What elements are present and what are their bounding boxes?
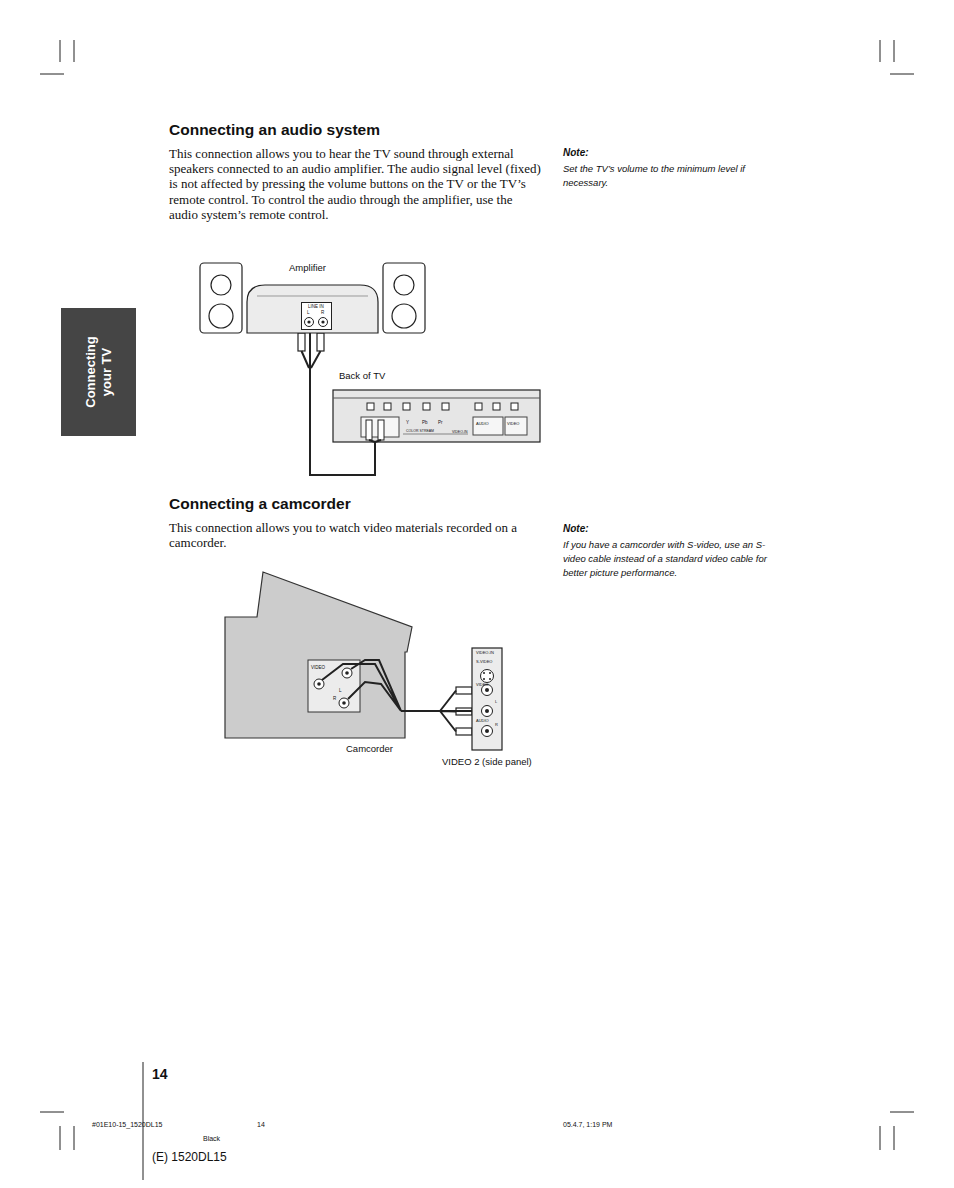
model-code: (E) 1520DL15 (152, 1150, 227, 1164)
print-slug: 05.4.7, 1:19 PM (563, 1121, 612, 1129)
jack-label: VIDEO (476, 683, 488, 688)
print-slug: Black (203, 1135, 220, 1143)
body-text: This connection allows you to watch vide… (169, 520, 541, 550)
page-number: 14 (152, 1066, 168, 1083)
outline (305, 318, 328, 327)
section-heading: Connecting a camcorder (169, 495, 351, 514)
note-text: Set the TV’s volume to the minimum level… (563, 162, 778, 190)
jack-label: S-VIDEO (476, 660, 492, 665)
jack-label: Pr (438, 420, 443, 425)
node-label: VIDEO 2 (side panel) (442, 756, 532, 767)
print-slug: #01E10-15_1520DL15 (92, 1121, 162, 1129)
note-heading: Note: (563, 523, 589, 535)
node-label: Back of TV (339, 370, 385, 381)
outline (333, 390, 540, 442)
cable (407, 710, 472, 712)
section-tab: Connecting your TV (61, 308, 136, 436)
jack-label: L (339, 688, 342, 693)
jack-label: VIDEO-IN (476, 651, 494, 656)
jack-label: L (495, 700, 497, 705)
print-slug: 14 (257, 1121, 265, 1129)
jack-label: Pb (422, 420, 428, 425)
node-label: Camcorder (346, 743, 393, 754)
jack-label: AUDIO (476, 422, 489, 427)
tv-back-panel: Back of TV (333, 370, 540, 442)
note-text: If you have a camcorder with S-video, us… (563, 538, 778, 580)
jack-label: VIDEO-IN (452, 430, 468, 434)
node-label: Amplifier (289, 262, 326, 273)
node-label: R (321, 310, 324, 315)
note-heading: Note: (563, 147, 589, 159)
jack-label: R (333, 696, 336, 701)
crop-marks (40, 40, 914, 1180)
jack-label: Y (406, 420, 409, 425)
node-label: L (307, 310, 310, 315)
jack-label: R (495, 723, 498, 728)
outline (247, 285, 378, 333)
jack-label: VIDEO (507, 422, 519, 427)
node-label: LINE IN (302, 304, 330, 309)
section-heading: Connecting an audio system (169, 121, 380, 140)
tab-label: Connecting your TV (83, 326, 115, 418)
line-in-panel: LINE INL R (301, 302, 332, 330)
amplifier-box: LINE INL R Amplifier (247, 262, 378, 333)
outline (472, 648, 502, 750)
outline (225, 572, 412, 738)
jack-label: AUDIO (476, 719, 489, 724)
jack-label: VIDEO (311, 665, 325, 670)
jack-label: COLOR STREAM (406, 429, 434, 433)
speakers (200, 263, 425, 333)
body-text: This connection allows you to hear the T… (169, 146, 541, 222)
